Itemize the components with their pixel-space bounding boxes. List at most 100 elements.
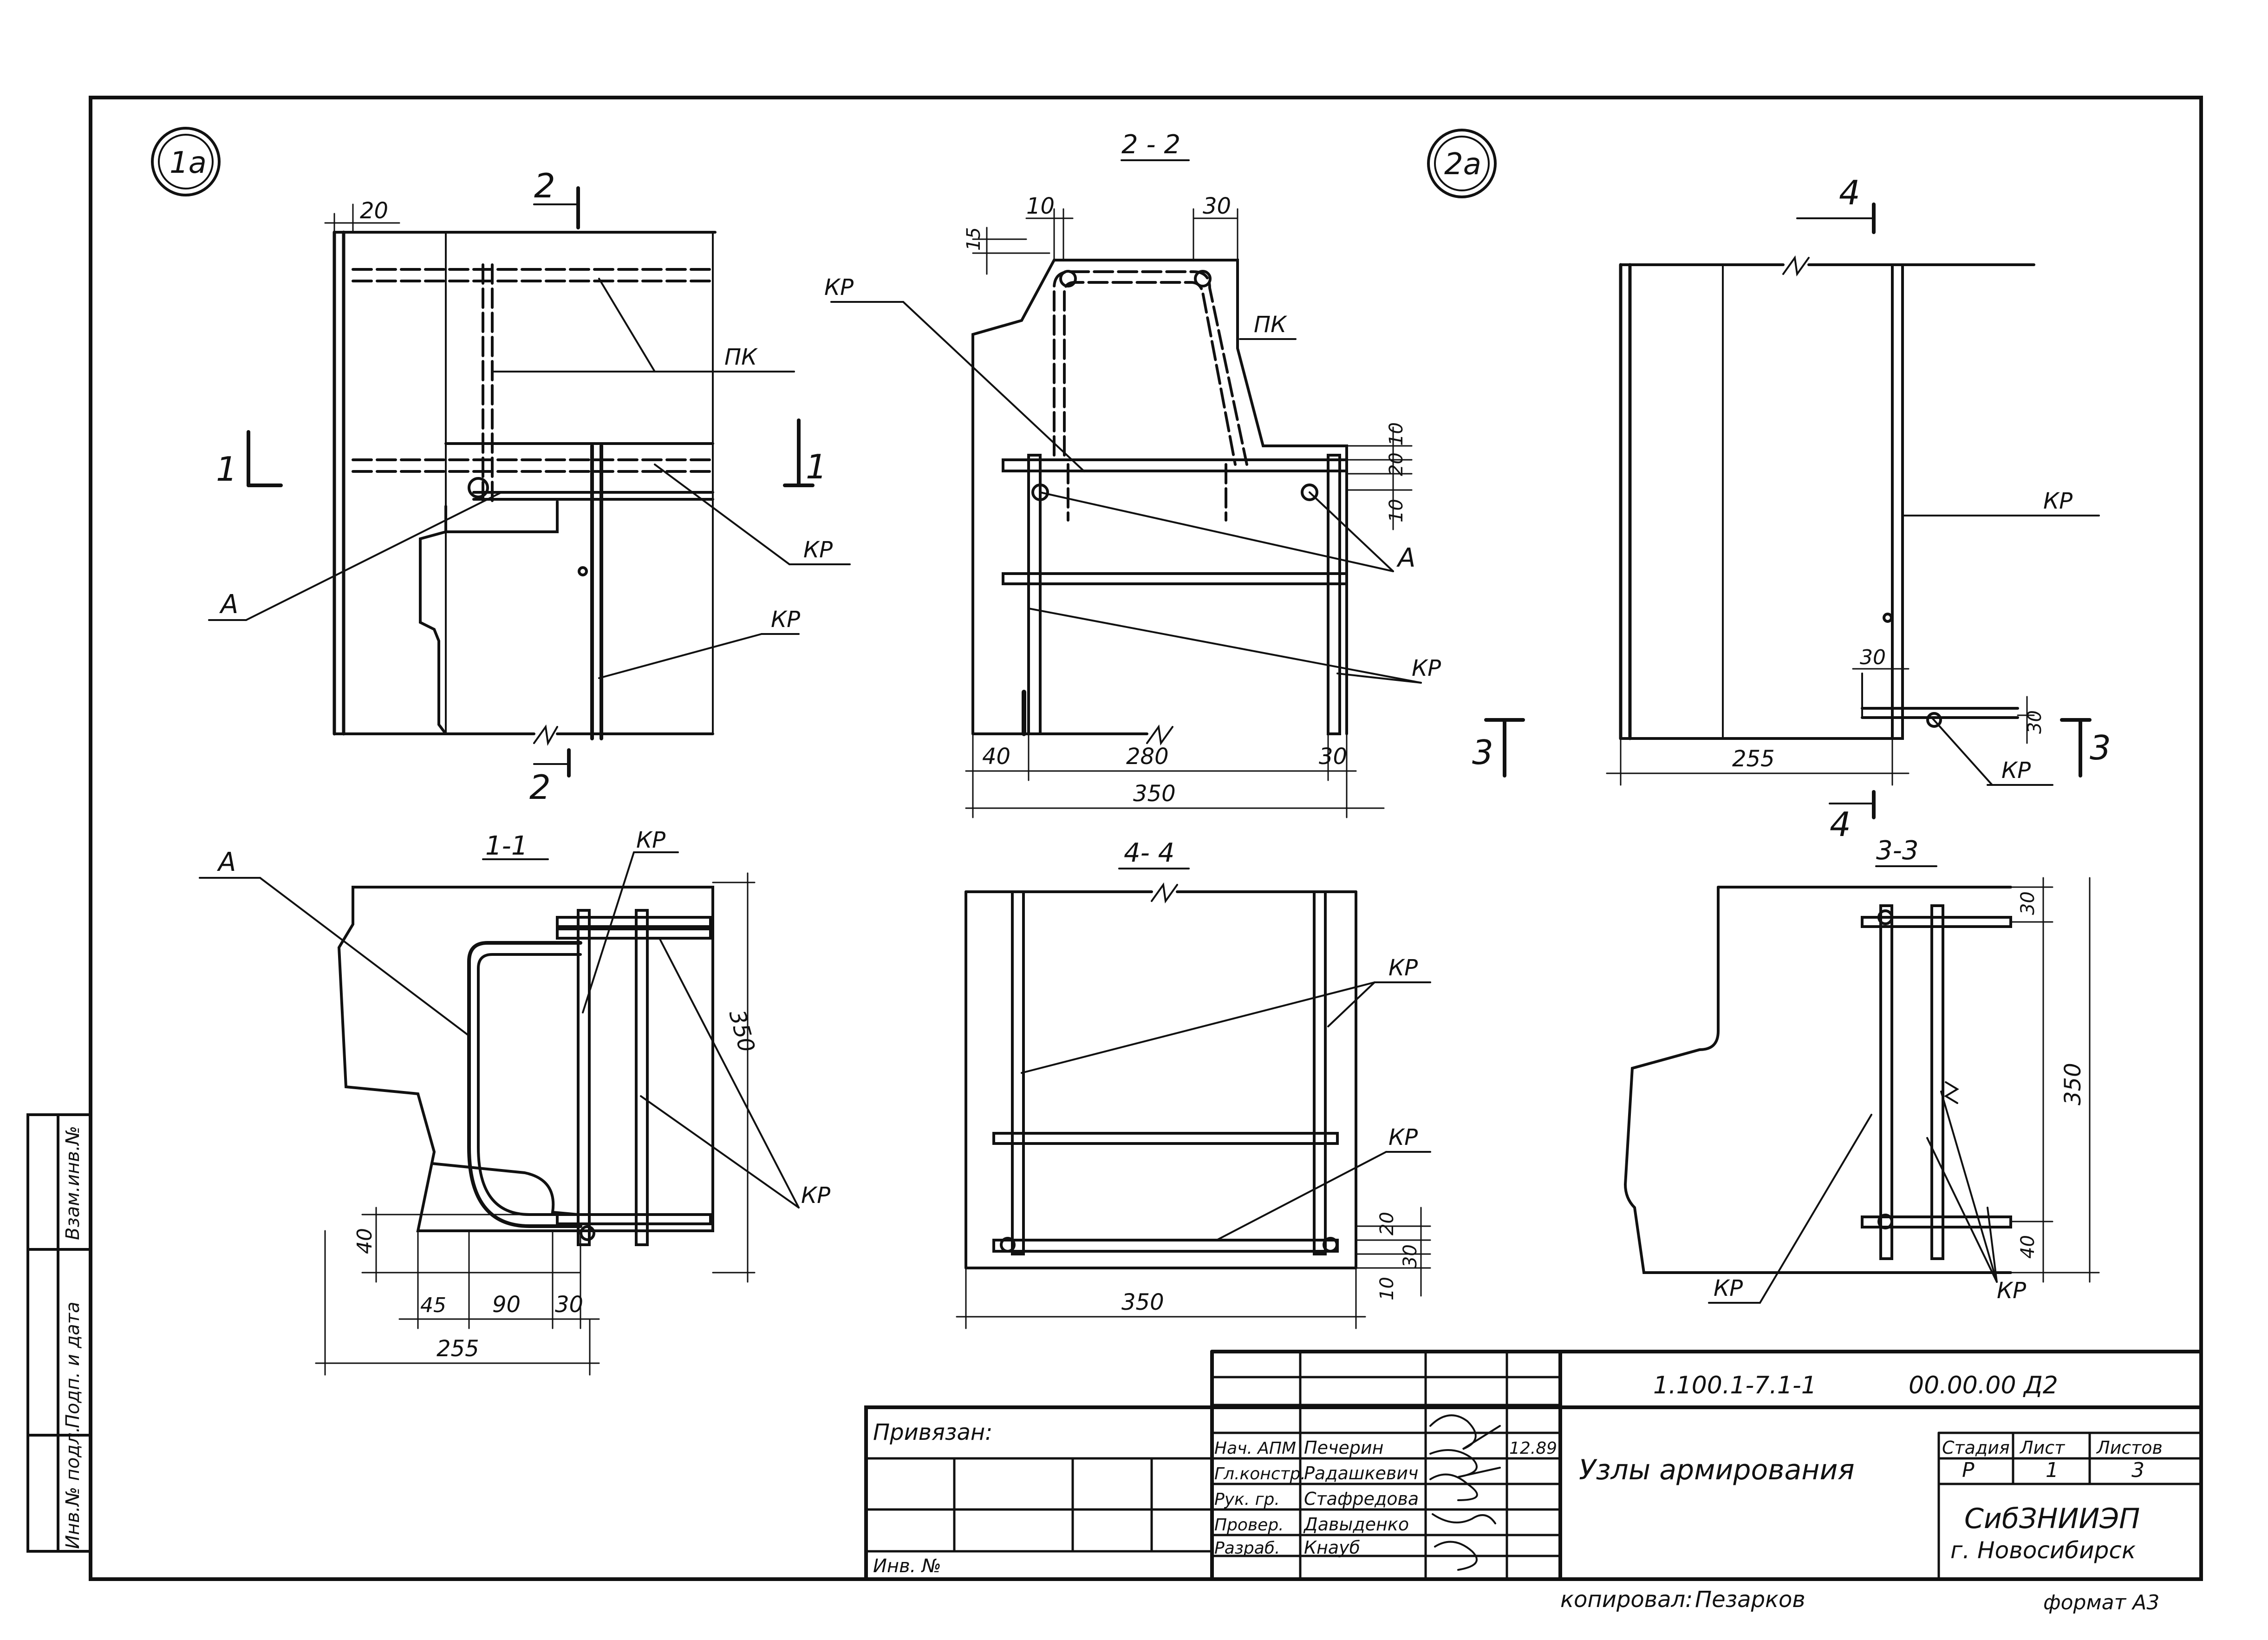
view-title-4-4: 4- 4 bbox=[1124, 838, 1174, 868]
view-2-2 bbox=[830, 129, 1497, 818]
section-label-2-top: 2 bbox=[534, 166, 555, 205]
doc-number: 00.00.00 Д2 bbox=[1909, 1372, 2058, 1399]
name-1: Радашкевич bbox=[1304, 1463, 1418, 1483]
dim-20-4-4: 20 bbox=[1376, 1212, 1398, 1235]
dim-45-1-1: 45 bbox=[420, 1294, 446, 1317]
label-kp-right-3-3: КР bbox=[1997, 1278, 2026, 1304]
side-stamp-signature-date: Подп. и дата bbox=[62, 1302, 84, 1428]
dim-30-3-3: 30 bbox=[2017, 891, 2039, 915]
leader-a-1-1 bbox=[259, 877, 470, 1037]
sheet-value: 1 bbox=[2046, 1458, 2059, 1482]
side-stamp-replaced-inv: Взам.инв.№ bbox=[62, 1126, 84, 1240]
inv-label: Инв. № bbox=[873, 1555, 941, 1577]
name-3: Давыденко bbox=[1303, 1514, 1409, 1535]
org-line2: г. Новосибирск bbox=[1950, 1537, 2136, 1564]
dim-10-2-2: 10 bbox=[1026, 193, 1055, 219]
org-line1: СибЗНИИЭП bbox=[1964, 1503, 2140, 1535]
view-1-1 bbox=[199, 851, 800, 1376]
dim-10a-2-2: 10 bbox=[1386, 422, 1407, 446]
doc-code: 1.100.1-7.1-1 bbox=[1653, 1372, 1817, 1399]
date-value: 12.89 bbox=[1509, 1439, 1557, 1458]
dim-30-1-1: 30 bbox=[555, 1292, 583, 1318]
cut-label-1-left: 1 bbox=[216, 450, 237, 489]
sheet-header: Лист bbox=[2019, 1437, 2066, 1458]
label-pk-1a: ПК bbox=[724, 344, 758, 370]
label-kp2-2-2: КР bbox=[1412, 655, 1441, 681]
dim-350-1-1: 350 bbox=[723, 1007, 760, 1055]
leader-kp2-2-2 bbox=[1028, 608, 1422, 684]
role-4: Разраб. bbox=[1214, 1539, 1280, 1558]
label-pk-2-2: ПК bbox=[1254, 312, 1287, 338]
view-title-1-1: 1-1 bbox=[485, 831, 528, 861]
role-0: Нач. АПМ bbox=[1214, 1439, 1296, 1458]
label-kp-view4: КР bbox=[2043, 488, 2072, 514]
view-marker-1a: 1a bbox=[169, 146, 207, 180]
dim-90-1-1: 90 bbox=[492, 1292, 521, 1318]
label-kp-top-1-1: КР bbox=[636, 827, 665, 853]
view-1a bbox=[151, 127, 851, 778]
label-a-2-2: А bbox=[1396, 543, 1415, 573]
title-block bbox=[864, 1350, 2203, 1581]
dim-255-1-1: 255 bbox=[437, 1336, 479, 1362]
stage-header: Стадия bbox=[1942, 1437, 2010, 1458]
leader-a-1a bbox=[245, 491, 502, 621]
label-kp-right-1-1: КР bbox=[801, 1183, 830, 1209]
format-label: формат А3 bbox=[2043, 1591, 2159, 1614]
cut-label-3-right: 3 bbox=[2090, 728, 2111, 767]
leader-kp1-1a bbox=[654, 464, 790, 565]
name-2: Стафредова bbox=[1304, 1489, 1419, 1509]
cut-label-3-left: 3 bbox=[1472, 733, 1493, 772]
dim-280-2-2: 280 bbox=[1126, 744, 1169, 770]
view-marker-1a-circle bbox=[151, 127, 221, 196]
role-3: Провер. bbox=[1214, 1516, 1284, 1535]
label-kp2-4-4: КР bbox=[1388, 1124, 1418, 1150]
leader-kp-2-2 bbox=[902, 301, 1085, 472]
dim-15-2-2: 15 bbox=[963, 227, 984, 251]
view-title-3-3: 3-3 bbox=[1876, 836, 1918, 866]
dim-255-view4: 255 bbox=[1732, 746, 1775, 772]
dim-350-4-4: 350 bbox=[1121, 1289, 1164, 1315]
dim-30-view4: 30 bbox=[1860, 646, 1886, 669]
label-kp-left-3-3: КР bbox=[1714, 1275, 1743, 1301]
view-marker-2a: 2a bbox=[1444, 147, 1481, 182]
view-4-4 bbox=[956, 868, 1431, 1329]
label-a-1-1: А bbox=[217, 847, 236, 877]
role-1: Гл.констр. bbox=[1214, 1464, 1306, 1483]
side-stamp-original-inv: Инв.№ подл. bbox=[62, 1427, 84, 1549]
label-kp2-1a: КР bbox=[771, 607, 800, 633]
dim-30-4-4: 30 bbox=[1400, 1244, 1421, 1268]
dim-40-1-1: 40 bbox=[353, 1228, 377, 1254]
dim-20-2-2: 20 bbox=[1386, 452, 1407, 476]
label-kp1-1a: КР bbox=[803, 537, 833, 563]
role-2: Рук. гр. bbox=[1214, 1490, 1280, 1509]
dim-350-2-2: 350 bbox=[1133, 781, 1176, 807]
dim-350-3-3: 350 bbox=[2060, 1063, 2086, 1105]
side-stamp bbox=[26, 1113, 92, 1553]
view-3-3 bbox=[1623, 865, 2100, 1304]
name-4: Кнауб bbox=[1304, 1537, 1360, 1558]
leader-kp-left-3-3 bbox=[1759, 1114, 1872, 1304]
leader-kp-right-1-1 bbox=[658, 937, 800, 1209]
cut-label-1-right: 1 bbox=[806, 447, 827, 486]
copied-label: копировал: bbox=[1560, 1587, 1693, 1613]
view-marker-2a-circle bbox=[1427, 129, 1497, 198]
leader-pk-1a bbox=[598, 278, 656, 372]
leader-kp2-view4 bbox=[1931, 717, 1993, 786]
section-label-4-bottom: 4 bbox=[1830, 805, 1851, 844]
signatures bbox=[1429, 1414, 1501, 1571]
name-0: Печерин bbox=[1304, 1437, 1383, 1458]
dim-10-4-4: 10 bbox=[1376, 1277, 1398, 1300]
dim-40-2-2: 40 bbox=[982, 744, 1010, 770]
view-4 bbox=[1484, 203, 2100, 819]
dim-30r-view4: 30 bbox=[2024, 710, 2046, 734]
leader-kp1-4-4 bbox=[1021, 981, 1375, 1074]
sheets-header: Листов bbox=[2096, 1437, 2163, 1458]
label-a-1a: А bbox=[219, 589, 238, 620]
leader-kp2-4-4 bbox=[1216, 1151, 1387, 1241]
section-label-4-top: 4 bbox=[1839, 173, 1860, 212]
view-title-2-2: 2 - 2 bbox=[1121, 130, 1180, 160]
dim-40-3-3: 40 bbox=[2017, 1235, 2039, 1259]
leader-kp-right-3-3 bbox=[1926, 1137, 1998, 1283]
label-kp1-4-4: КР bbox=[1388, 955, 1418, 981]
